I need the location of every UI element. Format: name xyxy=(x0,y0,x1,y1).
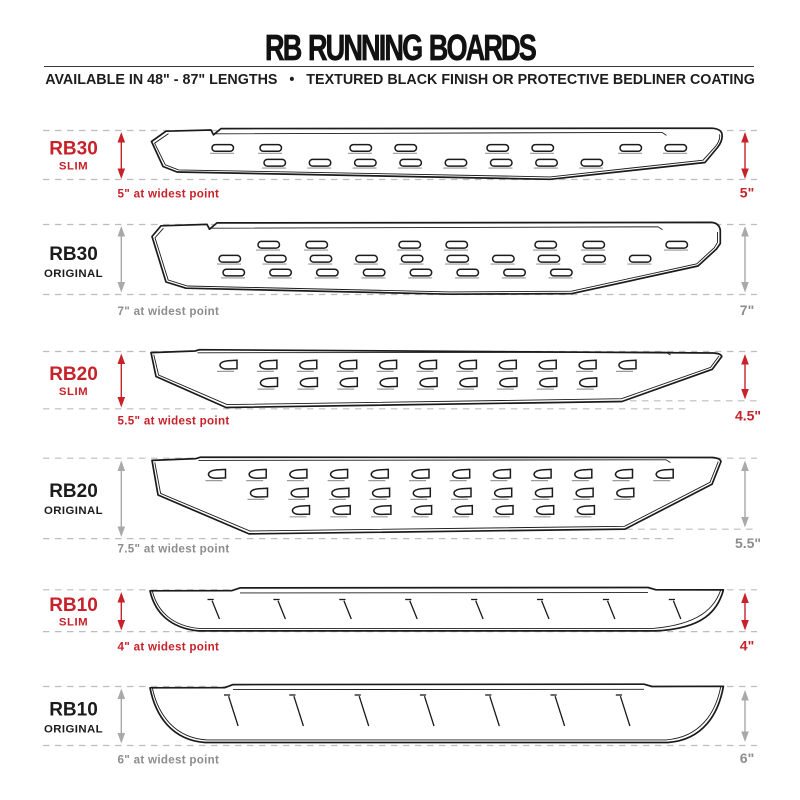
svg-text:SLIM: SLIM xyxy=(59,386,88,398)
svg-text:7.5" at widest point: 7.5" at widest point xyxy=(118,543,230,556)
svg-text:RB30: RB30 xyxy=(49,244,98,265)
svg-text:SLIM: SLIM xyxy=(59,616,88,628)
svg-text:RB10: RB10 xyxy=(49,699,98,720)
svg-text:5.5" at widest point: 5.5" at widest point xyxy=(118,414,230,427)
svg-text:6" at widest point: 6" at widest point xyxy=(118,754,220,767)
svg-text:4.5": 4.5" xyxy=(735,408,761,424)
svg-text:5": 5" xyxy=(740,185,754,201)
svg-text:RB20: RB20 xyxy=(49,364,98,385)
svg-text:5" at widest point: 5" at widest point xyxy=(118,187,220,200)
svg-text:4" at widest point: 4" at widest point xyxy=(118,640,220,653)
svg-text:4": 4" xyxy=(740,638,754,654)
svg-text:6": 6" xyxy=(740,750,754,766)
svg-text:ORIGINAL: ORIGINAL xyxy=(44,268,103,280)
svg-text:ORIGINAL: ORIGINAL xyxy=(44,723,103,735)
svg-text:RB30: RB30 xyxy=(49,139,98,160)
svg-text:5.5": 5.5" xyxy=(735,535,761,551)
svg-text:7": 7" xyxy=(740,302,754,318)
svg-text:ORIGINAL: ORIGINAL xyxy=(44,505,103,517)
svg-text:7" at widest point: 7" at widest point xyxy=(118,305,220,318)
svg-text:RB10: RB10 xyxy=(49,595,98,616)
svg-text:SLIM: SLIM xyxy=(59,160,88,172)
svg-text:RB20: RB20 xyxy=(49,481,98,502)
